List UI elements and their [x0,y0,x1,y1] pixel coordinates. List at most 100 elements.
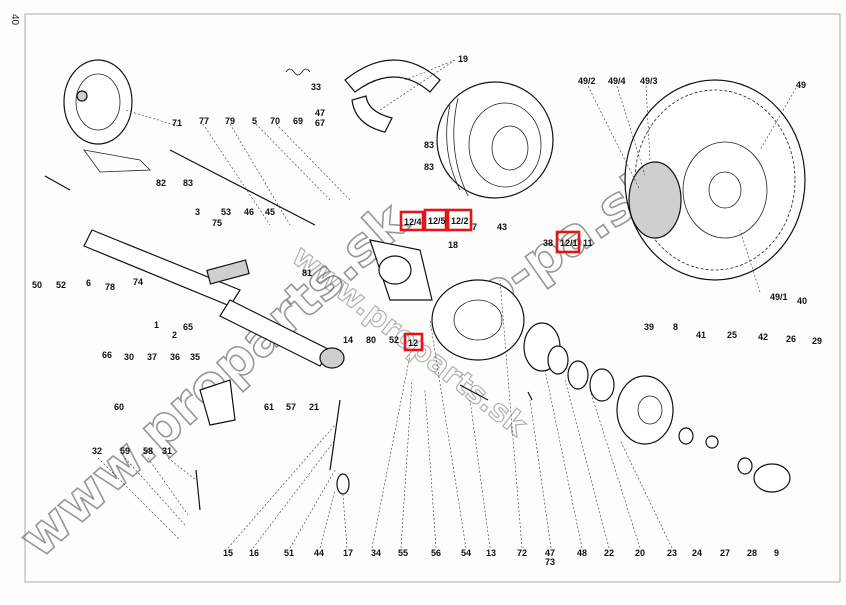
highlight-box [446,208,473,232]
part-label: 1 [154,320,159,330]
part-label: 52 [389,335,399,345]
part-label: 17 [343,548,353,558]
part-label: 35 [190,352,200,362]
part-label: 26 [786,334,796,344]
part-label: 37 [147,352,157,362]
brake-shoe-drawing [344,59,441,133]
part-number-labels: 33 19 71 77 79 5 70 69 47 67 83 83 82 83… [32,54,822,567]
part-label: 41 [696,330,706,340]
highlight-label-12-1: 12/1 [560,238,578,248]
highlight-label-12-5: 12/5 [428,216,446,226]
part-label: 31 [162,446,172,456]
part-label: 16 [249,548,259,558]
part-label: 73 [545,557,555,567]
tie-rod-drawing [169,149,316,226]
part-label: 27 [720,548,730,558]
highlight-box [403,332,424,352]
part-label: 51 [284,548,294,558]
hub-backing-plate-drawing [431,279,525,361]
leader-lines [97,59,797,549]
part-label: 56 [431,548,441,558]
part-label: 44 [314,548,324,558]
brake-backing-plate-drawing [63,59,151,173]
watermark-main: www.proparts.sk [9,191,420,570]
part-label: 28 [747,548,757,558]
part-label: 21 [309,402,319,412]
axle-beam-drawing [83,229,345,369]
part-label: 9 [774,548,779,558]
wheel-tyre-drawing [624,79,806,281]
highlight-box [555,230,581,254]
part-label: 57 [286,402,296,412]
highlight-label-12-2: 12/2 [451,216,469,226]
part-label: 48 [577,548,587,558]
part-label: 61 [264,402,274,412]
part-label: 38 [543,238,553,248]
part-label: 18 [448,240,458,250]
brake-drum-drawing [436,81,554,199]
part-label: 32 [92,446,102,456]
part-label: 34 [371,548,381,558]
part-label: 50 [32,280,42,290]
part-label: 58 [143,446,153,456]
part-label: 46 [244,207,254,217]
part-label: 8 [673,322,678,332]
part-label: 67 [315,118,325,128]
highlight-label-12-4: 12/4 [404,217,422,227]
part-label: 5 [252,116,257,126]
part-label: 79 [225,116,235,126]
part-label: 30 [124,352,134,362]
part-label: 23 [667,548,677,558]
part-label: 29 [812,336,822,346]
part-label: 40 [797,296,807,306]
part-label: 6 [86,278,91,288]
part-label: 49/3 [640,76,658,86]
part-label: 13 [486,548,496,558]
spring-33-drawing [285,68,311,76]
part-label: 39 [644,322,654,332]
page-frame [24,13,841,583]
part-label: 24 [692,548,702,558]
part-label: 52 [56,280,66,290]
part-label: 53 [221,207,231,217]
part-label: 55 [398,548,408,558]
part-label: 20 [635,548,645,558]
part-label: 60 [114,402,124,412]
page-number: 40 [9,14,20,26]
highlighted-labels: 12/4 12/5 12/2 12/1 12 [399,208,581,352]
part-label: 71 [172,118,182,128]
part-label: 47 [545,548,555,558]
part-label: 15 [223,548,233,558]
part-label: 11 [583,238,593,248]
part-label: 49/4 [608,76,626,86]
part-label: 81 [302,268,312,278]
part-label: 70 [270,116,280,126]
part-label: 83 [183,178,193,188]
highlight-box [399,210,425,232]
part-label: 14 [343,335,353,345]
part-label: 65 [183,322,193,332]
part-label: 75 [212,218,222,228]
highlight-label-12: 12 [408,338,418,348]
part-label: 69 [293,116,303,126]
part-label: 43 [497,222,507,232]
part-label: 22 [604,548,614,558]
part-label: 2 [172,330,177,340]
highlight-box [423,208,448,232]
hub-bearings-drawing [523,322,791,493]
part-label: 80 [366,335,376,345]
part-label: 47 [315,108,325,118]
part-label: 74 [133,277,143,287]
part-label: 82 [156,178,166,188]
part-label: 78 [105,282,115,292]
part-label: 49/2 [578,76,596,86]
part-label: 77 [199,116,209,126]
part-label: 7 [472,222,477,232]
part-label: 83 [424,162,434,172]
part-label: 49 [796,80,806,90]
part-label: 45 [265,207,275,217]
part-label: 42 [758,332,768,342]
part-label: 59 [120,446,130,456]
